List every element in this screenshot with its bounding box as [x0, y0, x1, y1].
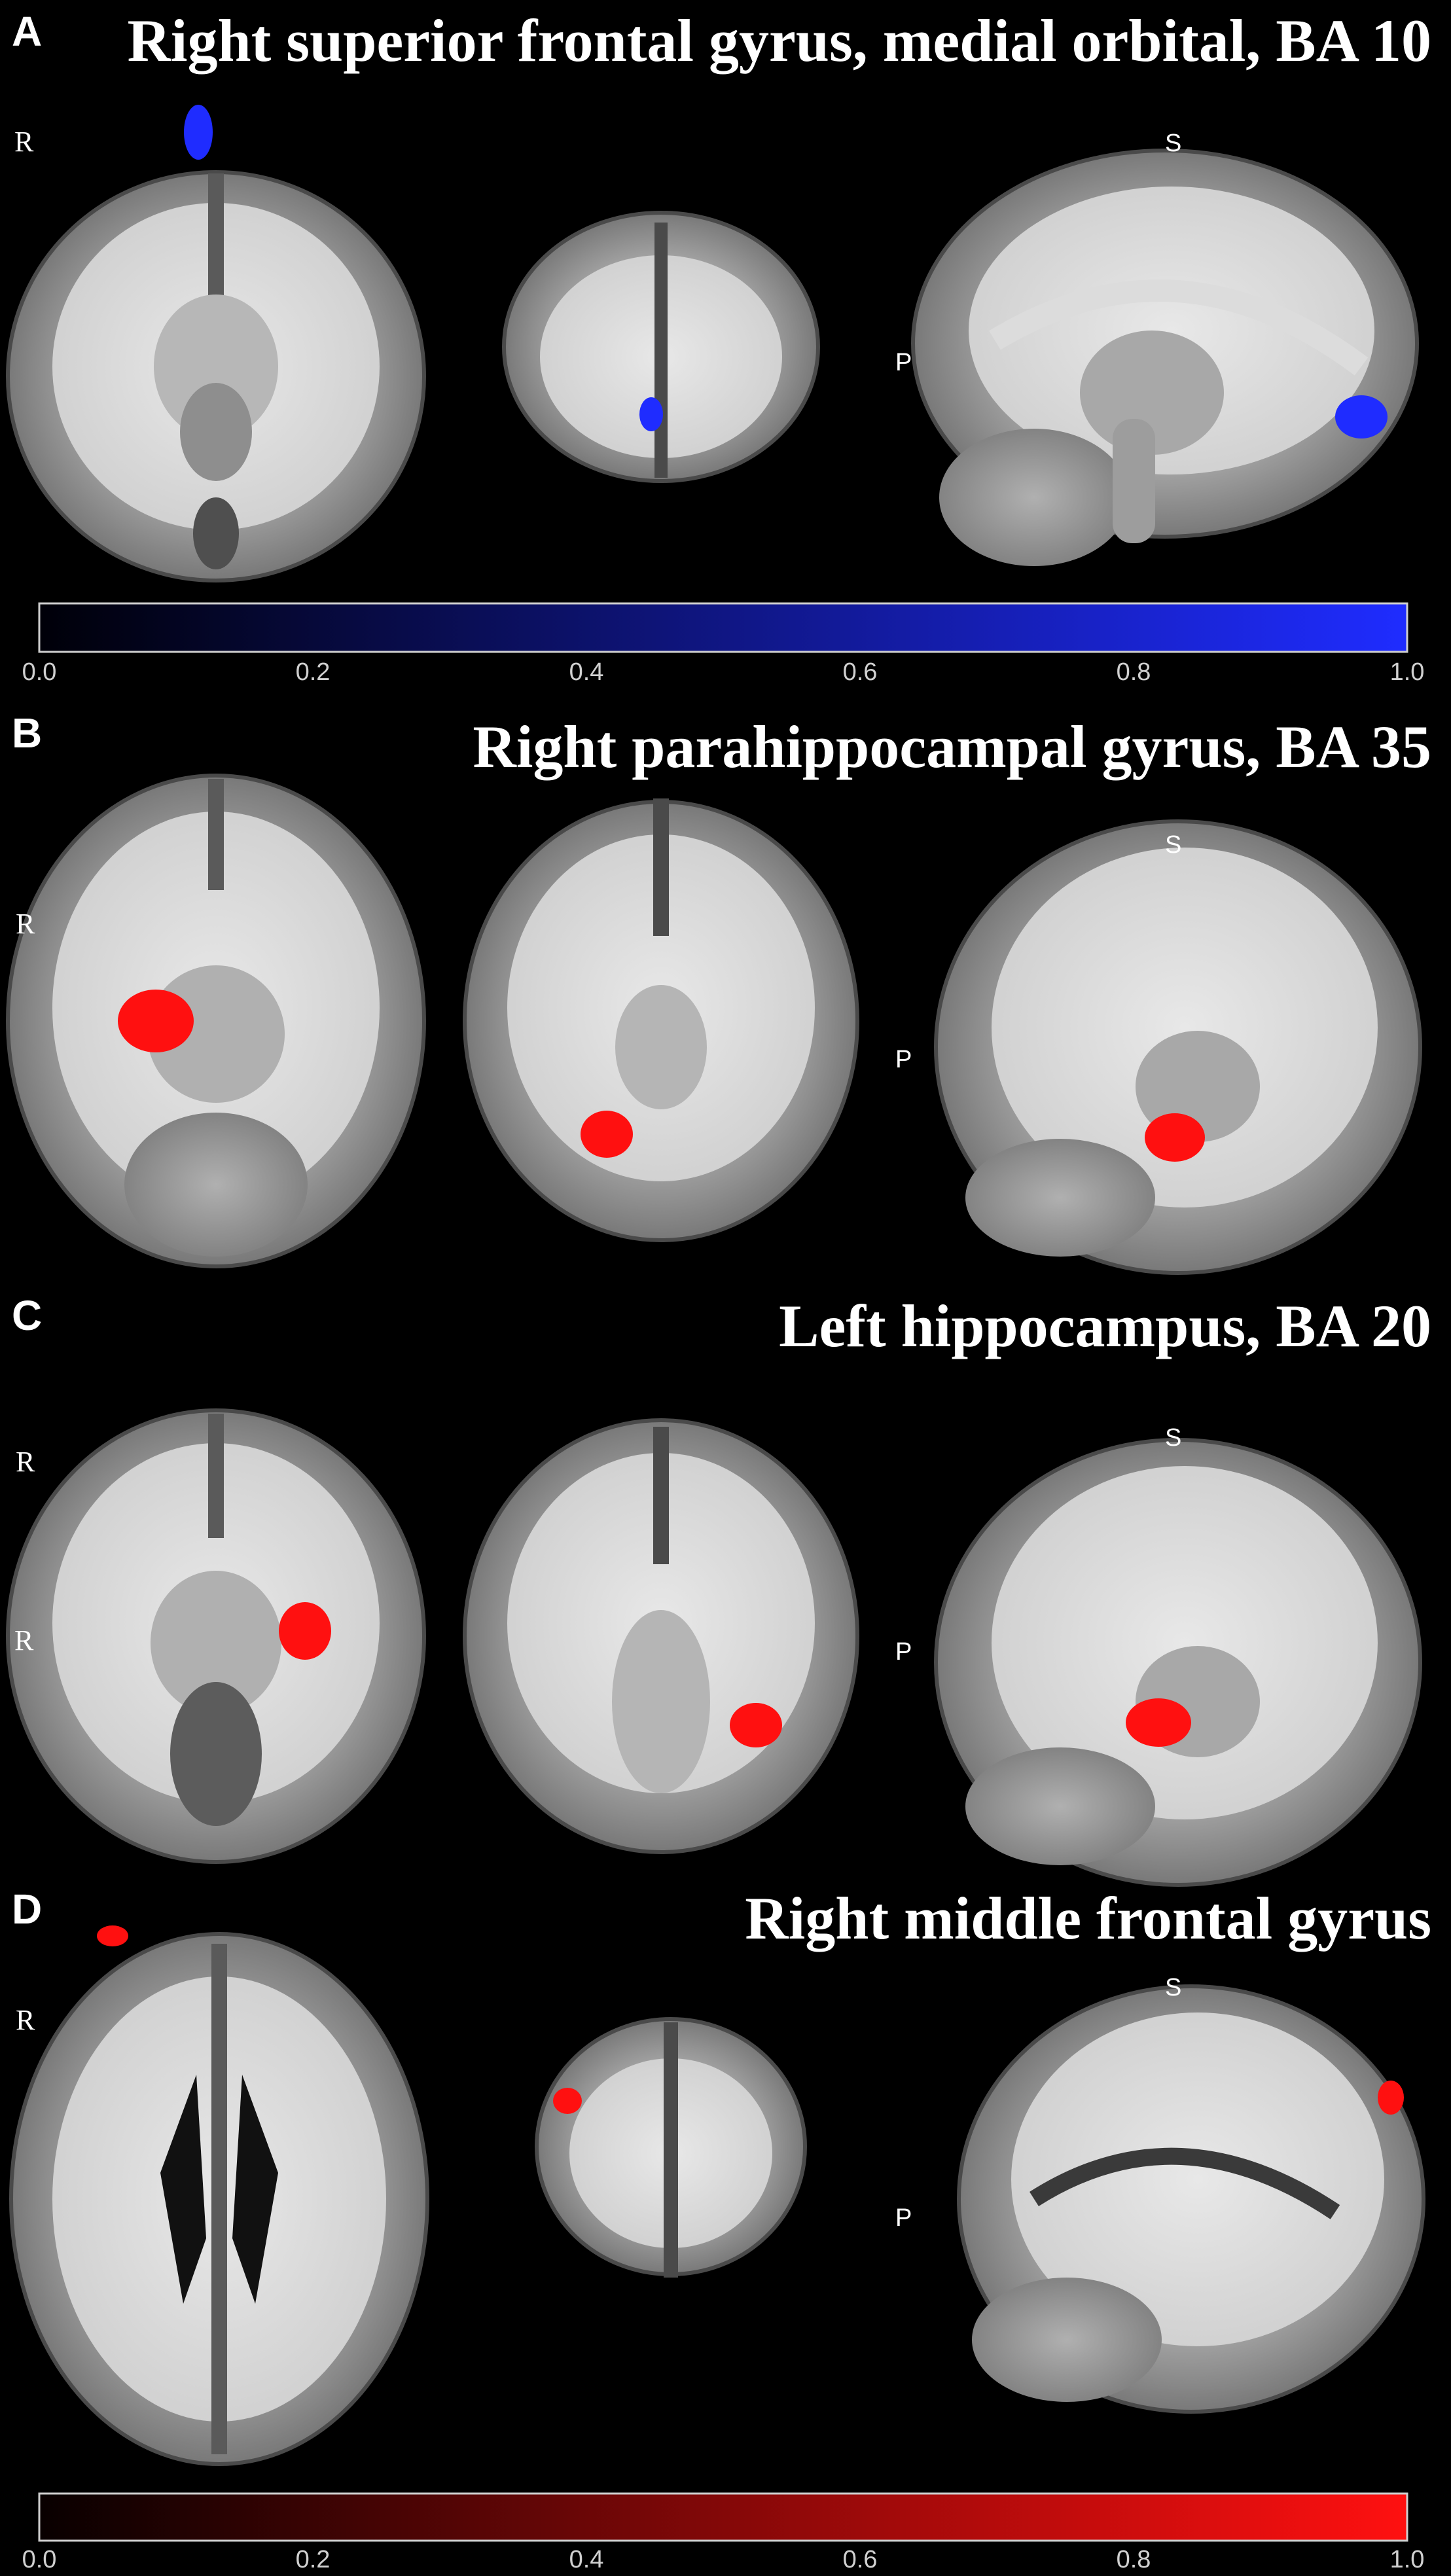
panel-a-sagittal-orientation-p: P: [895, 349, 912, 376]
panel-b-coronal-highlight: [581, 1111, 633, 1158]
panel-b-sagittal-orientation-p: P: [895, 1046, 912, 1073]
panel-c-sagittal-orientation-p: P: [895, 1638, 912, 1666]
colorbar-red-tick: 0.8: [1116, 2546, 1151, 2573]
panel-c-sagittal-slice: [934, 1438, 1422, 1887]
panel-c-sagittal-highlight: [1126, 1698, 1191, 1747]
panel-d-axial-orientation-r: R: [16, 2004, 35, 2036]
colorbar-blue-tick: 0.4: [569, 658, 604, 686]
panel-a-axial-highlight: [184, 105, 213, 160]
panel-d-axial-highlight: [97, 1925, 128, 1946]
panel-c-sagittal-orientation-s: S: [1165, 1424, 1182, 1452]
panel-d-sagittal-orientation-p: P: [895, 2204, 912, 2232]
panel-b-sagittal-orientation-s: S: [1165, 831, 1182, 859]
panel-c-letter: C: [12, 1292, 43, 1339]
panel-a-axial-orientation-r: R: [14, 126, 34, 158]
panel-d-axial-slice: [9, 1932, 429, 2466]
colorbar-blue-tick: 1.0: [1389, 658, 1425, 686]
panel-a-sagittal-highlight: [1335, 395, 1388, 438]
panel-c-title: Left hippocampus, BA 20: [779, 1293, 1431, 1359]
panel-b-letter: B: [12, 709, 43, 757]
colorbar-blue-tick: 0.6: [842, 658, 878, 686]
panel-c-axial-slice: [6, 1408, 426, 1864]
panel-d-coronal-slice: [535, 2017, 807, 2278]
panel-b-title: Right parahippocampal gyrus, BA 35: [473, 713, 1431, 780]
panel-b-coronal-slice: [463, 798, 859, 1242]
panel-b-axial-slice: [6, 774, 426, 1268]
colorbar-red-tick: 0.2: [295, 2546, 331, 2573]
panel-c-axial-highlight: [279, 1602, 331, 1660]
colorbar-red-tick: 0.0: [22, 2546, 57, 2573]
panel-b-sagittal-highlight: [1145, 1113, 1205, 1162]
panel-a-sagittal-orientation-s: S: [1165, 130, 1182, 157]
colorbar-blue-tick: 0.8: [1116, 658, 1151, 686]
panel-a-coronal-slice: [502, 211, 820, 483]
colorbar-blue-tick: 0.0: [22, 658, 57, 686]
panel-d-title: Right middle frontal gyrus: [745, 1885, 1431, 1952]
panel-b-axial-highlight: [118, 990, 194, 1052]
panel-a-sagittal-slice: [911, 149, 1419, 566]
panel-c-axial-orientation-r-lower: R: [14, 1624, 34, 1656]
colorbar-red-tick: 0.6: [842, 2546, 878, 2573]
panel-b-sagittal-slice: [934, 819, 1422, 1275]
panel-d-sagittal-highlight: [1378, 2081, 1404, 2115]
panel-d-coronal-highlight: [553, 2088, 582, 2114]
panel-b-axial-orientation-r: R: [16, 908, 35, 940]
panel-d-letter: D: [12, 1886, 43, 1933]
panel-a-axial-slice: [6, 170, 426, 582]
colorbar-red: [38, 2492, 1408, 2542]
panel-c-coronal-highlight: [730, 1703, 782, 1747]
panel-a-coronal-highlight: [639, 397, 663, 431]
panel-c-coronal-slice: [463, 1418, 859, 1854]
panel-d-sagittal-slice: [957, 1984, 1425, 2414]
panel-d-sagittal-orientation-s: S: [1165, 1974, 1182, 2001]
colorbar-blue-tick: 0.2: [295, 658, 331, 686]
colorbar-blue: [38, 602, 1408, 653]
panel-a-letter: A: [12, 8, 43, 55]
panel-a-title: Right superior frontal gyrus, medial orb…: [127, 7, 1431, 74]
colorbar-red-tick: 0.4: [569, 2546, 604, 2573]
panel-c-axial-orientation-r: R: [16, 1446, 35, 1478]
colorbar-red-tick: 1.0: [1389, 2546, 1425, 2573]
